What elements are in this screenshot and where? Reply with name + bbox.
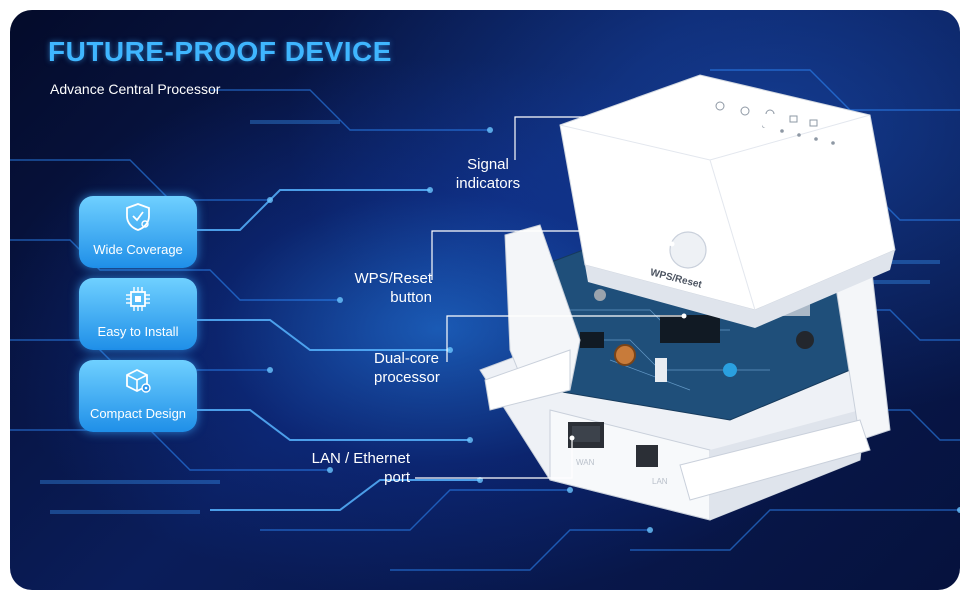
callout-line: Dual-core	[374, 350, 440, 367]
page-title: FUTURE-PROOF DEVICE	[48, 36, 392, 67]
chip-icon	[126, 287, 150, 311]
callout-line: WPS/Reset	[354, 270, 432, 287]
hero-banner: FUTURE-PROOF DEVICE Advance Central Proc…	[10, 10, 960, 590]
callout-line: processor	[374, 369, 440, 386]
extender-device-illustration: WAN LAN	[415, 74, 896, 521]
feature-label: Compact Design	[89, 406, 187, 421]
feature-label: Easy to Install	[97, 324, 179, 339]
callout-lan-port: LAN / Ethernet port	[300, 449, 410, 487]
callout-wps-reset: WPS/Reset button	[340, 269, 432, 307]
cube-gear-icon	[126, 368, 151, 393]
power-port-shape	[636, 445, 658, 467]
feature-label: Wide Coverage	[93, 242, 183, 257]
callout-line: button	[390, 289, 432, 306]
page-subtitle: Advance Central Processor	[50, 81, 221, 97]
callout-line: LAN / Ethernet	[311, 450, 410, 467]
feature-badge-wide-coverage: Wide Coverage	[79, 196, 197, 268]
port-label-wan: WAN	[576, 458, 595, 467]
callout-signal-indicators: Signal indicators	[448, 155, 528, 193]
port-label-lan: LAN	[652, 477, 668, 486]
feature-badge-compact-design: Compact Design	[79, 360, 197, 432]
callout-line: port	[384, 469, 410, 486]
callout-line: indicators	[455, 175, 521, 192]
callout-dual-core: Dual-core processor	[374, 349, 466, 387]
feature-badge-easy-install: Easy to Install	[79, 278, 197, 350]
cpu-chip-shape	[660, 315, 720, 343]
callout-line: Signal	[467, 156, 509, 173]
shield-user-icon	[126, 203, 150, 231]
wps-button-shape	[669, 231, 707, 269]
circuit-background	[10, 69, 960, 571]
